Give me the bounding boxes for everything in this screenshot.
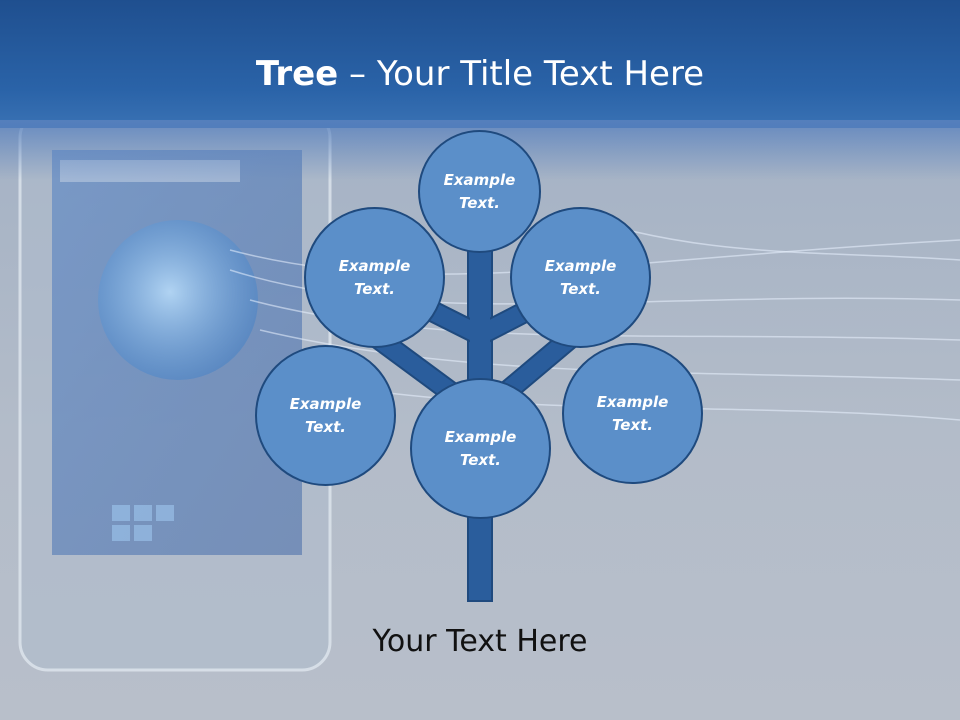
tree-node-label: Example Text. bbox=[444, 427, 517, 469]
globe-icon bbox=[98, 220, 258, 380]
tree-node-label: Example Text. bbox=[443, 170, 516, 212]
tree-node-center: Example Text. bbox=[410, 378, 551, 519]
tree-node-label: Example Text. bbox=[338, 256, 411, 298]
tree-node-label: Example Text. bbox=[544, 256, 617, 298]
tree-node-label: Example Text. bbox=[289, 394, 362, 436]
title-bold-text: Tree bbox=[255, 54, 339, 94]
tree-node-top: Example Text. bbox=[418, 130, 541, 253]
title-rest-text: – Your Title Text Here bbox=[338, 54, 705, 94]
tree-node-upper-left: Example Text. bbox=[304, 207, 445, 348]
phone-illustration bbox=[18, 108, 332, 672]
tree-node-label: Example Text. bbox=[596, 392, 669, 434]
slide-caption: Your Text Here bbox=[372, 624, 588, 659]
title-bar bbox=[0, 0, 960, 128]
tree-node-lower-right: Example Text. bbox=[562, 343, 703, 484]
tree-node-lower-left: Example Text. bbox=[255, 345, 396, 486]
slide-title: Tree – Your Title Text Here bbox=[0, 52, 960, 96]
tree-node-upper-right: Example Text. bbox=[510, 207, 651, 348]
